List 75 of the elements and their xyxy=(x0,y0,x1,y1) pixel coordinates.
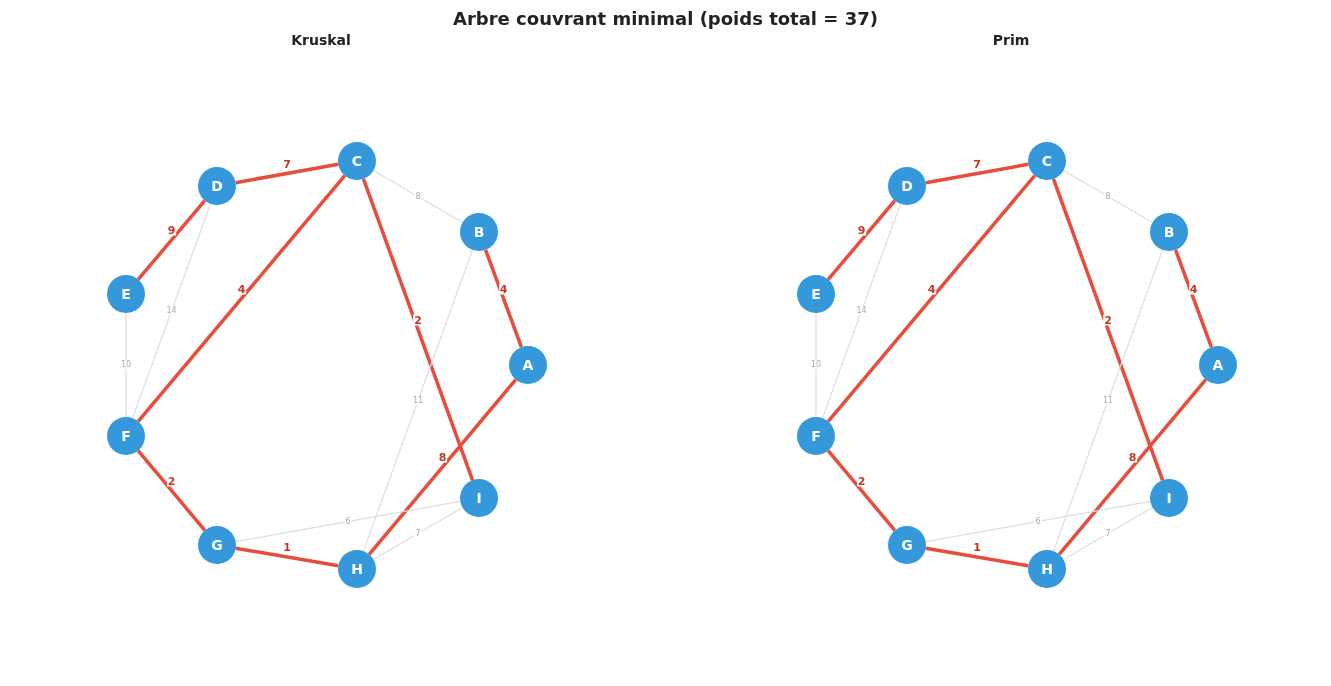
graph-node: B xyxy=(460,213,498,251)
graph-node: H xyxy=(1028,550,1066,588)
graph-edge xyxy=(372,169,464,224)
graph-node: C xyxy=(1028,142,1066,180)
graph-node: C xyxy=(338,142,376,180)
graph-node: F xyxy=(797,417,835,455)
edge-label: 9 xyxy=(856,224,867,236)
graph-edge xyxy=(362,249,474,552)
edge-label: 14 xyxy=(165,307,178,315)
edge-label: 8 xyxy=(414,192,422,201)
graph-edge xyxy=(1062,169,1154,224)
graph-node: D xyxy=(888,167,926,205)
graph-node: F xyxy=(107,417,145,455)
panel-title: Kruskal xyxy=(290,32,352,48)
graph-edge xyxy=(1051,178,1165,481)
edge-label: 7 xyxy=(1104,529,1112,538)
graph-edge xyxy=(925,162,1029,185)
chart-title: Arbre couvrant minimal (poids total = 37) xyxy=(452,8,879,29)
edge-label: 7 xyxy=(972,158,982,169)
graph-node: H xyxy=(338,550,376,588)
edge-label: 7 xyxy=(282,158,292,169)
edge-label: 11 xyxy=(411,396,425,405)
graph-node: E xyxy=(107,275,145,313)
graph-edge xyxy=(826,174,1037,423)
panel-title: Prim xyxy=(991,32,1031,48)
graph-edge xyxy=(1052,249,1164,552)
graph-edge xyxy=(131,203,212,419)
graph-node: D xyxy=(198,167,236,205)
graph-edge xyxy=(821,203,902,419)
graph-edge xyxy=(235,162,339,185)
edge-label: 6 xyxy=(1034,517,1042,526)
edge-label: 4 xyxy=(1188,283,1199,294)
edge-label: 7 xyxy=(414,529,422,538)
edge-label: 10 xyxy=(809,361,823,369)
edge-label: 2 xyxy=(413,314,423,325)
graph-edge xyxy=(1057,378,1208,556)
edge-label: 8 xyxy=(1127,451,1138,463)
graph-edge xyxy=(925,546,1029,568)
graph-node: E xyxy=(797,275,835,313)
edge-label: 2 xyxy=(166,475,177,486)
graph-edge xyxy=(136,174,347,423)
graph-node: B xyxy=(1150,213,1188,251)
edge-label: 4 xyxy=(236,283,247,294)
graph-edge xyxy=(483,249,524,348)
edge-label: 6 xyxy=(344,517,352,526)
graph-edge xyxy=(372,506,464,561)
edge-label: 4 xyxy=(498,283,509,294)
edge-label: 9 xyxy=(166,224,177,236)
graph-edge xyxy=(826,449,897,532)
edge-label: 1 xyxy=(282,541,292,553)
graph-edge xyxy=(235,500,461,543)
edge-label: 10 xyxy=(119,361,133,369)
graph-node: G xyxy=(888,526,926,564)
edge-label: 1 xyxy=(972,541,982,553)
graph-node: I xyxy=(460,479,498,517)
graph-edge xyxy=(235,546,339,568)
graph-edge xyxy=(925,500,1151,543)
graph-edge xyxy=(826,199,897,281)
graph-node: G xyxy=(198,526,236,564)
graph-edge xyxy=(361,178,475,481)
edge-label: 11 xyxy=(1101,396,1115,405)
graph-edge xyxy=(367,378,518,556)
graph-edge xyxy=(136,199,207,281)
graph-edge xyxy=(136,449,207,532)
edge-label: 14 xyxy=(855,307,868,315)
graph-edge xyxy=(1062,506,1154,561)
graph-edge xyxy=(1173,249,1214,348)
edge-label: 8 xyxy=(1104,192,1112,201)
graph-node: A xyxy=(1199,346,1237,384)
edge-label: 4 xyxy=(926,283,937,294)
edge-label: 2 xyxy=(1103,314,1113,325)
graph-node: I xyxy=(1150,479,1188,517)
edge-label: 8 xyxy=(437,451,448,463)
edge-label: 2 xyxy=(856,475,867,486)
graph-node: A xyxy=(509,346,547,384)
